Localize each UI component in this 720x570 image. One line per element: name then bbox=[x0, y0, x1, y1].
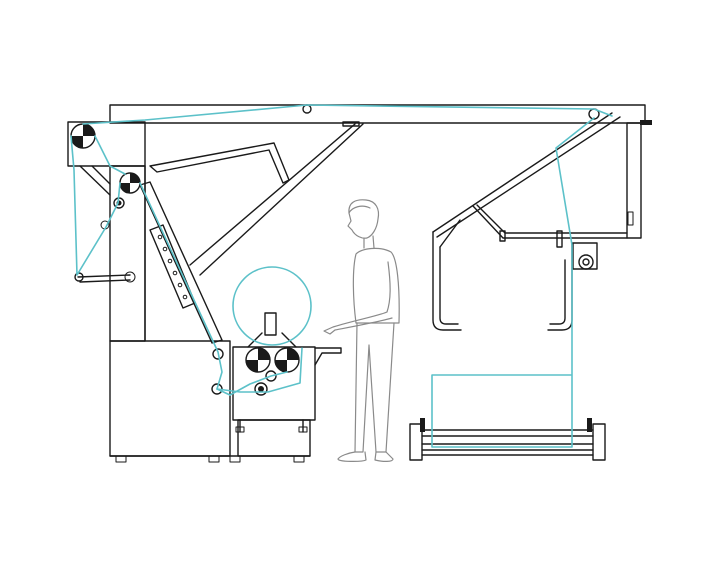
roller-icon bbox=[119, 172, 141, 194]
roll-table bbox=[409, 418, 606, 461]
operator-figure-icon bbox=[323, 199, 400, 462]
top-beam bbox=[109, 104, 652, 127]
left-arm bbox=[77, 220, 136, 283]
roller-icon bbox=[245, 347, 271, 373]
left-frame bbox=[67, 121, 364, 463]
roller-icon bbox=[274, 347, 300, 373]
winding-unit bbox=[232, 312, 342, 457]
lamp-hood bbox=[149, 142, 290, 184]
fabric-path bbox=[70, 104, 613, 448]
roller-icon bbox=[70, 123, 96, 149]
board-holes bbox=[157, 234, 188, 300]
right-frame bbox=[432, 112, 642, 331]
inspection-board bbox=[139, 181, 223, 344]
